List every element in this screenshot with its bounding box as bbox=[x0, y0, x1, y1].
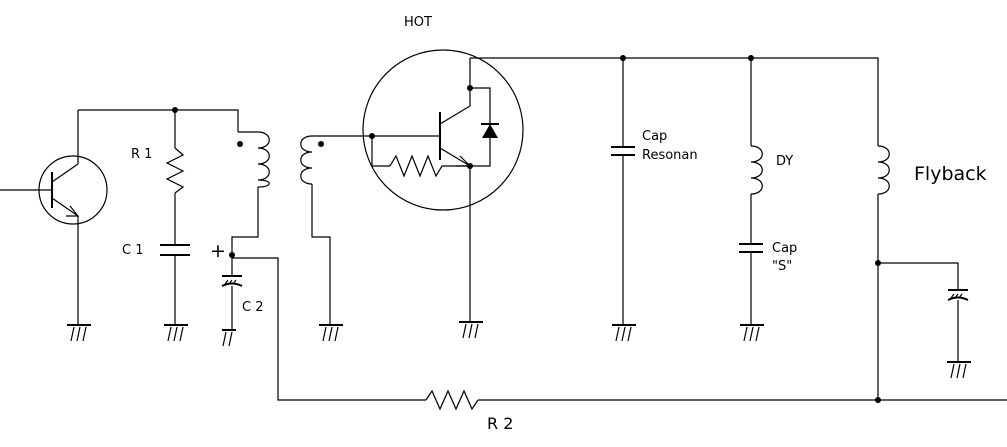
driver-transformer-secondary bbox=[300, 135, 372, 325]
cap-s-label-line2: "S" bbox=[772, 259, 792, 274]
r2-label: R 2 bbox=[487, 414, 513, 433]
resistor-r2 bbox=[232, 257, 1007, 411]
cap-resonan-label-line1: Cap bbox=[642, 129, 667, 144]
ground-symbol bbox=[222, 329, 236, 347]
c1-label: C 1 bbox=[122, 243, 143, 258]
resistor-r1 bbox=[165, 110, 185, 245]
deflection-yoke bbox=[750, 58, 763, 244]
hot-label: HOT bbox=[404, 15, 432, 30]
capacitor-resonant bbox=[611, 58, 635, 325]
dy-label: DY bbox=[776, 154, 793, 169]
ground-symbol bbox=[319, 324, 343, 342]
r1-label: R 1 bbox=[131, 147, 152, 162]
ground-symbol bbox=[740, 324, 764, 342]
c2-label: C 2 bbox=[242, 300, 263, 315]
cap-s-label-line1: Cap bbox=[772, 241, 797, 256]
flyback-transformer bbox=[875, 145, 969, 403]
horizontal-output-transistor bbox=[362, 49, 524, 322]
ground-symbol bbox=[612, 324, 636, 342]
polarity-plus-label: + bbox=[210, 240, 226, 262]
driver-transistor bbox=[0, 110, 108, 325]
flyback-label: Flyback bbox=[914, 163, 987, 185]
driver-transformer-primary bbox=[231, 131, 270, 255]
cap-resonan-label-line2: Resonan bbox=[642, 148, 698, 163]
ground-symbol bbox=[947, 361, 971, 379]
capacitor-c1 bbox=[160, 244, 190, 325]
main-supply-rail bbox=[470, 57, 879, 146]
capacitor-s bbox=[739, 243, 763, 325]
capacitor-c2 bbox=[221, 252, 243, 330]
driver-supply-wire bbox=[78, 109, 239, 132]
ground-symbol bbox=[67, 324, 91, 342]
ground-symbol bbox=[164, 324, 188, 342]
ground-symbol bbox=[459, 321, 483, 339]
